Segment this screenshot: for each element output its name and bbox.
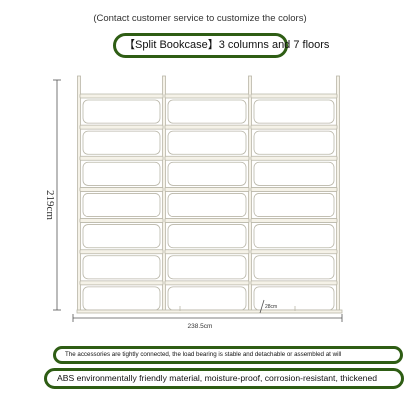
shelf-board (250, 93, 338, 99)
product-title-badge: 【Split Bookcase】3 columns and 7 floors (113, 33, 329, 58)
shelf-board (79, 93, 164, 99)
shelf-board (164, 280, 250, 286)
feature-connection-badge: The accessories are tightly connected, t… (53, 346, 403, 364)
bookcase-post (248, 75, 252, 313)
dimension-lines (53, 79, 343, 322)
shelf-board (164, 124, 250, 130)
feature-material-text: ABS environmentally friendly material, m… (57, 373, 378, 383)
shelf-cell (82, 99, 161, 124)
shelf-cell (253, 255, 335, 280)
shelf-board (250, 280, 338, 286)
shelf-board (164, 93, 250, 99)
shelf-board (79, 280, 164, 286)
shelf-cell (253, 99, 335, 124)
bookcase-post (162, 75, 166, 313)
shelf-board (79, 218, 164, 223)
customize-color-note: (Contact customer service to customize t… (93, 13, 307, 24)
shelf-cell (167, 224, 247, 249)
depth-label: 28cm (265, 304, 278, 310)
width-label: 238.5cm (187, 323, 213, 330)
shelf-cell (253, 161, 335, 186)
shelf-cell (167, 161, 247, 186)
feature-connection-text: The accessories are tightly connected, t… (65, 351, 342, 358)
depth-dimension-line (259, 299, 265, 314)
shelf-cell (82, 161, 161, 186)
shelf-cell (82, 286, 161, 311)
bookcase-post (77, 75, 81, 313)
shelf-cell (253, 130, 335, 155)
product-title: 【Split Bookcase】3 columns and 7 floors (124, 39, 330, 51)
feature-material-badge: ABS environmentally friendly material, m… (44, 368, 404, 389)
bookcase-shelves (76, 75, 343, 314)
bookcase-post (336, 75, 340, 313)
shelf-board (79, 187, 164, 192)
shelf-board (164, 155, 250, 161)
height-label: 219cm (44, 190, 56, 220)
shelf-cell (167, 255, 247, 280)
shelf-board (250, 124, 338, 130)
shelf-board (79, 124, 164, 130)
shelf-board (79, 249, 164, 255)
shelf-cell (82, 224, 161, 249)
shelf-cell (253, 224, 335, 249)
shelf-cell (82, 255, 161, 280)
shelf-board (250, 155, 338, 161)
shelf-board (250, 249, 338, 255)
shelf-cell (82, 130, 161, 155)
shelf-cell (82, 193, 161, 217)
shelf-board (250, 187, 338, 192)
shelf-board (164, 187, 250, 192)
shelf-cell (167, 130, 247, 155)
shelf-board (164, 249, 250, 255)
bookcase-base (76, 309, 343, 314)
shelf-cell (167, 99, 247, 124)
shelf-cell (167, 193, 247, 217)
shelf-cell (253, 193, 335, 217)
shelf-board (250, 218, 338, 223)
shelf-board (79, 155, 164, 161)
shelf-board (164, 218, 250, 223)
